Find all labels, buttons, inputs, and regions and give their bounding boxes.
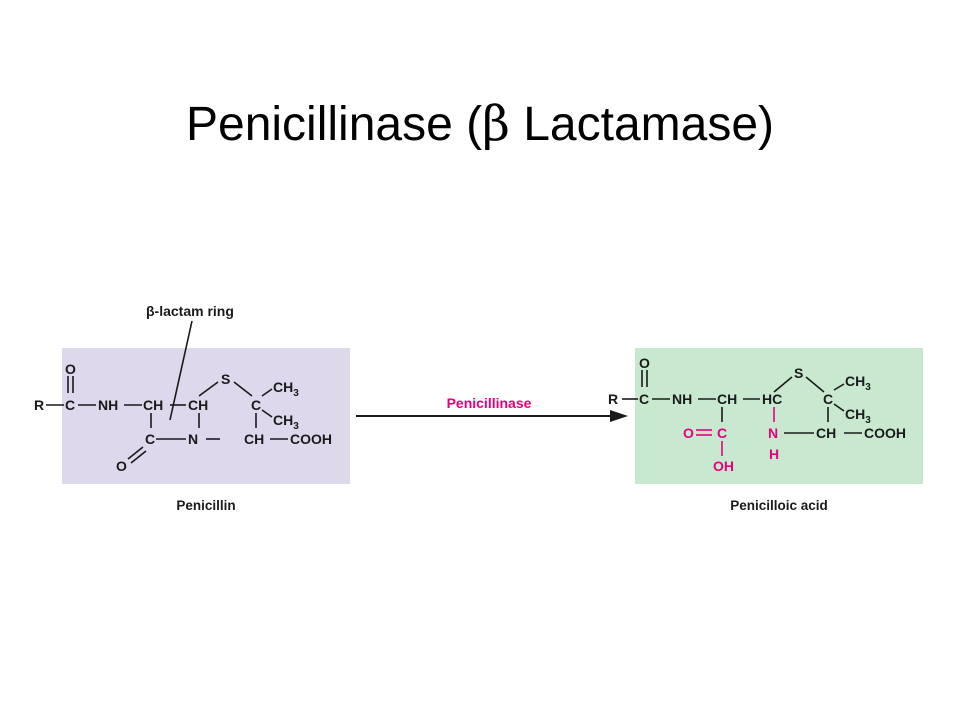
penicillin-atom-ch: CH	[244, 431, 264, 447]
title-beta-symbol: β	[482, 96, 510, 152]
product-atom-nh: NH	[672, 391, 692, 407]
penicillin-group-cooh: COOH	[290, 431, 332, 447]
product-atom-ch-alpha: CH	[717, 391, 737, 407]
product-group-oh: OH	[713, 458, 734, 474]
product-atom-o-acid: O	[683, 425, 694, 441]
product-atom-hc: HC	[762, 391, 782, 407]
product-atom-ch: CH	[816, 425, 836, 441]
penicillin-atom-n: N	[188, 431, 198, 447]
product-methyl-upper: CH3	[845, 373, 871, 393]
penicillin-atom-nh: NH	[98, 397, 118, 413]
product-atom-c1: C	[639, 391, 649, 407]
penicillin-methyl-lower: CH3	[273, 412, 299, 432]
penicillin-atom-c1: C	[65, 397, 75, 413]
penicillin-atom-ch-ring: CH	[188, 397, 208, 413]
product-methyl-lower: CH3	[845, 406, 871, 426]
penicillin-atom-o-carbonyl: O	[65, 361, 76, 377]
beta-lactam-ring-label: β-lactam ring	[146, 303, 234, 319]
ring-pointer-line	[169, 320, 193, 421]
penicillin-atom-ch-alpha: CH	[143, 397, 163, 413]
penicillin-atom-c-quaternary: C	[251, 397, 261, 413]
product-atom-o-carbonyl: O	[639, 355, 650, 371]
penicillin-atom-s: S	[221, 371, 230, 387]
product-atom-r: R	[608, 391, 618, 407]
penicillinase-enzyme-label: Penicillinase	[447, 395, 532, 411]
product-atom-c-acid: C	[717, 425, 727, 441]
product-group-cooh: COOH	[864, 425, 906, 441]
product-atom-n: N	[768, 425, 778, 441]
penicilloic-acid-caption: Penicilloic acid	[730, 498, 828, 513]
penicillin-methyl-upper: CH3	[273, 379, 299, 399]
penicillin-caption: Penicillin	[176, 498, 235, 513]
penicilloic-acid-structure: O R C NH CH HC S C CH3 CH3 O C OH N H CH…	[608, 355, 906, 474]
penicillin-atom-r: R	[34, 397, 44, 413]
product-panel	[635, 348, 923, 484]
product-atom-h: H	[769, 446, 779, 462]
penicillin-atom-c-lactam: C	[145, 431, 155, 447]
reaction-arrow	[356, 410, 628, 422]
title-prefix: Penicillinase (	[185, 98, 483, 151]
penicillin-structure: O R C NH CH CH S C CH3 CH3 C N CH COOH O	[34, 361, 332, 474]
product-atom-s: S	[794, 365, 803, 381]
penicillin-atom-o-lactam: O	[116, 458, 127, 474]
product-atom-c-quaternary: C	[823, 391, 833, 407]
slide-title: Penicillinase (β Lactamase)	[0, 96, 960, 152]
penicillin-panel	[62, 348, 350, 484]
title-suffix: Lactamase)	[509, 98, 774, 151]
